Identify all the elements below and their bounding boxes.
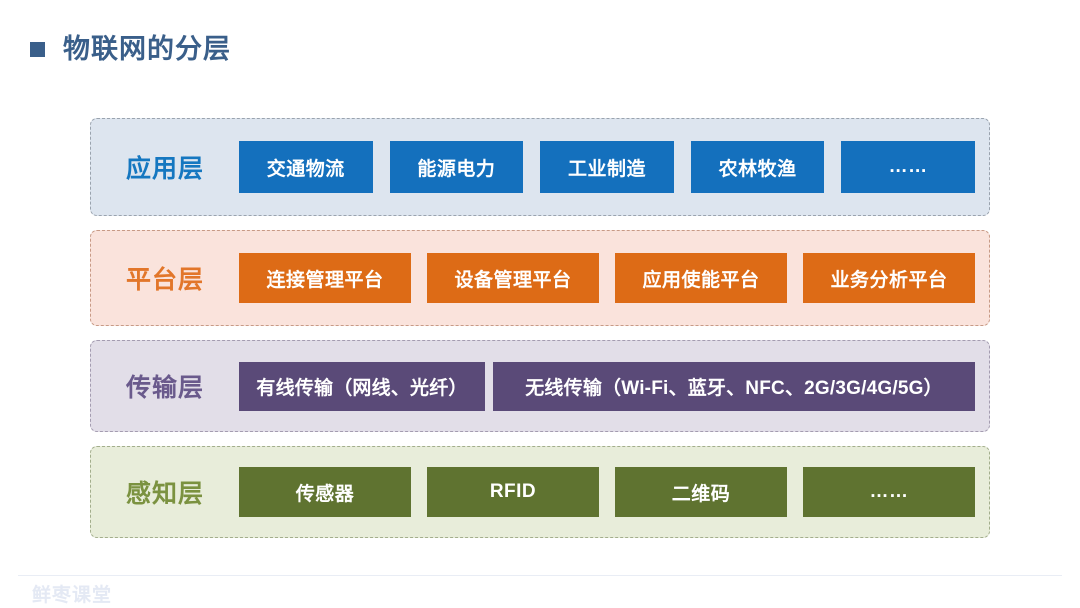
layer-item-box[interactable]: 无线传输（Wi-Fi、蓝牙、NFC、2G/3G/4G/5G） <box>493 361 975 411</box>
layer-item-box[interactable]: 设备管理平台 <box>427 253 599 303</box>
square-bullet-icon <box>30 42 45 57</box>
layer-item-box[interactable]: 应用使能平台 <box>615 253 787 303</box>
layer-items-sensing: 传感器 RFID 二维码 …… <box>239 467 989 517</box>
layer-item-box[interactable]: 工业制造 <box>540 141 674 193</box>
layer-item-box[interactable]: …… <box>841 141 975 193</box>
layer-row-sensing: 感知层 传感器 RFID 二维码 …… <box>90 446 990 538</box>
layer-item-box[interactable]: 有线传输（网线、光纤） <box>239 361 485 411</box>
layer-item-box[interactable]: 二维码 <box>615 467 787 517</box>
iot-layer-diagram: 应用层 交通物流 能源电力 工业制造 农林牧渔 …… 平台层 连接管理平台 设备… <box>90 118 990 552</box>
page-title-text: 物联网的分层 <box>63 34 231 64</box>
layer-item-box[interactable]: 能源电力 <box>389 141 524 193</box>
footer-divider <box>18 575 1062 576</box>
layer-item-box[interactable]: 交通物流 <box>239 141 373 193</box>
layer-items-application: 交通物流 能源电力 工业制造 农林牧渔 …… <box>239 141 989 193</box>
layer-item-box[interactable]: 传感器 <box>239 467 411 517</box>
layer-row-application: 应用层 交通物流 能源电力 工业制造 农林牧渔 …… <box>90 118 990 216</box>
layer-row-platform: 平台层 连接管理平台 设备管理平台 应用使能平台 业务分析平台 <box>90 230 990 326</box>
layer-items-transport: 有线传输（网线、光纤） 无线传输（Wi-Fi、蓝牙、NFC、2G/3G/4G/5… <box>239 361 989 411</box>
layer-item-box[interactable]: …… <box>803 467 975 517</box>
layer-row-transport: 传输层 有线传输（网线、光纤） 无线传输（Wi-Fi、蓝牙、NFC、2G/3G/… <box>90 340 990 432</box>
layer-label-platform: 平台层 <box>125 266 204 294</box>
layer-item-box[interactable]: RFID <box>427 467 599 517</box>
footer-watermark: 鲜枣课堂 <box>32 585 113 606</box>
layer-item-box[interactable]: 业务分析平台 <box>803 253 975 303</box>
layer-label-sensing: 感知层 <box>125 480 204 508</box>
layer-items-platform: 连接管理平台 设备管理平台 应用使能平台 业务分析平台 <box>239 253 989 303</box>
layer-item-box[interactable]: 连接管理平台 <box>239 253 411 303</box>
layer-label-application: 应用层 <box>125 155 204 183</box>
layer-label-transport: 传输层 <box>125 374 204 402</box>
page-title: 物联网的分层 <box>30 36 231 63</box>
layer-item-box[interactable]: 农林牧渔 <box>690 141 825 193</box>
